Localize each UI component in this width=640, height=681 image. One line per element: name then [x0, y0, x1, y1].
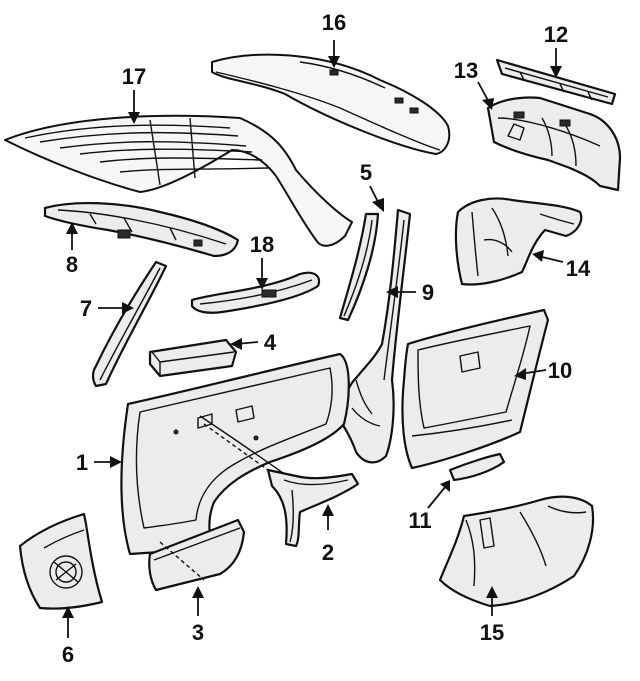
- callout-labels: 17 16 12 13 8 7 18 4 5 9 10 14 1 11 2 3 …: [62, 10, 591, 667]
- callout-6: 6: [62, 642, 74, 667]
- callout-3: 3: [192, 620, 204, 645]
- callout-2: 2: [322, 540, 334, 565]
- callout-16: 16: [322, 10, 346, 35]
- callout-11: 11: [408, 508, 431, 533]
- callout-12: 12: [544, 22, 568, 47]
- part-3-door-pocket: [148, 518, 246, 592]
- callout-14: 14: [566, 256, 591, 281]
- callout-5: 5: [360, 160, 372, 185]
- callout-9: 9: [422, 280, 434, 305]
- part-4-armrest: [148, 338, 238, 378]
- part-12-roof-bow: [495, 58, 617, 106]
- part-15-quarter-trim-lower: [438, 495, 595, 608]
- part-8-header-trim: [43, 202, 240, 258]
- part-2-trim-bracket: [266, 468, 360, 548]
- callout-10: 10: [548, 358, 572, 383]
- part-17-headliner: [4, 114, 353, 247]
- assembly-guides: [159, 423, 269, 581]
- leader-lines: [62, 40, 564, 638]
- part-5-lock-pillar: [338, 212, 380, 322]
- part-13-back-panel: [486, 96, 622, 192]
- part-11-lower-strip: [448, 452, 506, 482]
- callout-8: 8: [66, 252, 78, 277]
- part-14-quarter-trim-upper: [454, 197, 583, 286]
- callout-7: 7: [80, 296, 92, 321]
- part-16-rear-shelf: [211, 53, 451, 155]
- part-1-door-panel: [120, 352, 350, 556]
- callout-13: 13: [454, 58, 478, 83]
- part-6-speaker-enclosure: [18, 512, 104, 610]
- callout-18: 18: [250, 232, 274, 257]
- callout-4: 4: [264, 330, 277, 355]
- part-9-center-pillar: [338, 208, 412, 464]
- callout-1: 1: [76, 450, 88, 475]
- callout-17: 17: [122, 64, 146, 89]
- callout-15: 15: [480, 620, 504, 645]
- part-18-assist-handle: [190, 271, 321, 314]
- part-10-quarter-panel: [401, 308, 550, 470]
